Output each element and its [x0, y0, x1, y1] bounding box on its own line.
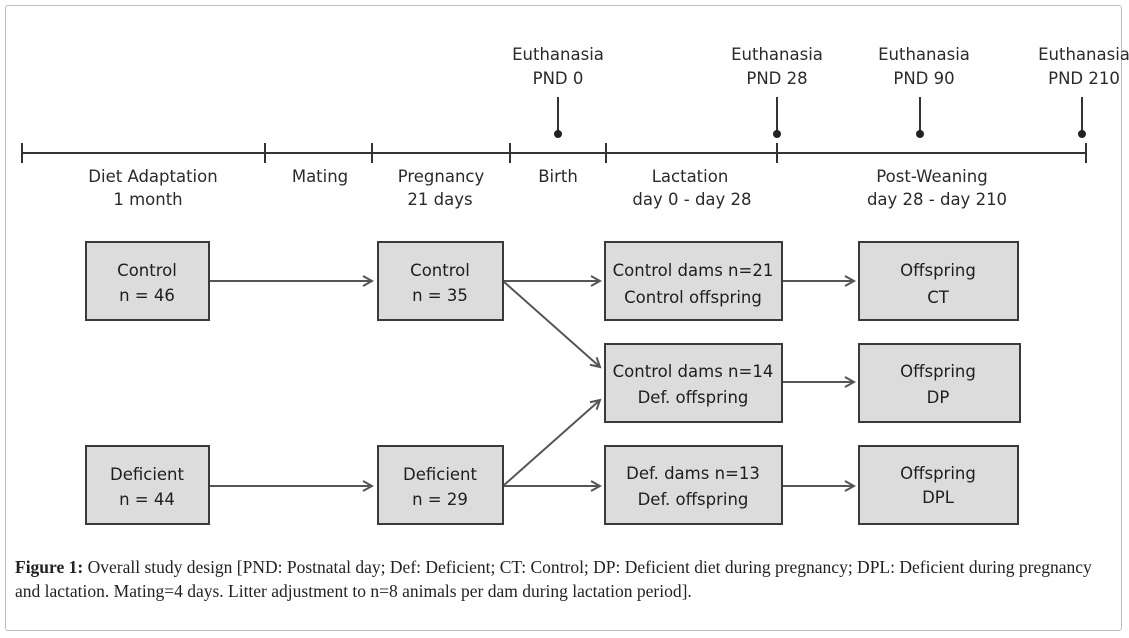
phase-diet-adaptation: Diet Adaptation 1 month	[88, 167, 217, 209]
euthanasia-time: PND 0	[533, 69, 584, 88]
svg-text:n = 44: n = 44	[119, 490, 175, 509]
euthanasia-marker-pnd0: Euthanasia PND 0	[512, 45, 604, 138]
svg-text:DPL: DPL	[922, 488, 955, 507]
svg-text:Offspring: Offspring	[900, 261, 976, 280]
phase-duration: day 28 - day 210	[867, 190, 1007, 209]
phase-name: Birth	[538, 167, 578, 186]
phase-pregnancy: Pregnancy 21 days	[398, 167, 485, 209]
svg-text:Def. offspring: Def. offspring	[638, 490, 749, 509]
box-adaptation-control: Control n = 46	[85, 241, 210, 321]
euthanasia-label: Euthanasia	[731, 45, 823, 64]
box-offspring-dpl: Offspring DPL	[858, 445, 1019, 525]
euthanasia-marker-pnd28: Euthanasia PND 28	[731, 45, 823, 138]
box-lactation-deficient-deficient: Def. dams n=13 Def. offspring	[604, 445, 783, 525]
flow-arrows	[209, 281, 854, 486]
svg-text:Offspring: Offspring	[900, 464, 976, 483]
svg-text:Deficient: Deficient	[403, 465, 478, 484]
svg-text:Control dams n=14: Control dams n=14	[613, 362, 774, 381]
box-adaptation-deficient: Deficient n = 44	[85, 445, 210, 525]
euthanasia-time: PND 28	[746, 69, 807, 88]
caption-text: Overall study design [PND: Postnatal day…	[15, 557, 1092, 601]
phase-name: Post-Weaning	[876, 167, 987, 186]
svg-text:Control: Control	[410, 261, 470, 280]
caption-label: Figure 1:	[15, 557, 84, 577]
svg-text:n = 46: n = 46	[119, 286, 175, 305]
euthanasia-label: Euthanasia	[1038, 45, 1129, 64]
phase-post-weaning: Post-Weaning day 28 - day 210	[867, 167, 1007, 209]
phase-mating: Mating	[292, 167, 348, 186]
phase-name: Diet Adaptation	[88, 167, 217, 186]
svg-text:Control dams n=21: Control dams n=21	[613, 261, 774, 280]
timeline	[21, 143, 1087, 163]
phase-duration: 1 month	[113, 190, 182, 209]
phase-name: Mating	[292, 167, 348, 186]
svg-text:n = 35: n = 35	[412, 286, 468, 305]
euthanasia-marker-pnd210: Euthanasia PND 210	[1038, 45, 1129, 138]
euthanasia-time: PND 90	[893, 69, 954, 88]
box-offspring-ct: Offspring CT	[858, 241, 1019, 321]
svg-text:DP: DP	[927, 388, 950, 407]
svg-text:Control offspring: Control offspring	[624, 288, 762, 307]
euthanasia-time: PND 210	[1048, 69, 1120, 88]
phase-duration: day 0 - day 28	[632, 190, 751, 209]
svg-text:Deficient: Deficient	[110, 465, 185, 484]
phase-birth: Birth	[538, 167, 578, 186]
euthanasia-marker-pnd90: Euthanasia PND 90	[878, 45, 970, 138]
svg-text:CT: CT	[927, 288, 950, 307]
phase-name: Pregnancy	[398, 167, 485, 186]
phase-name: Lactation	[652, 167, 729, 186]
box-lactation-control-control: Control dams n=21 Control offspring	[604, 241, 783, 321]
svg-text:Control: Control	[117, 261, 177, 280]
svg-text:Def. offspring: Def. offspring	[638, 388, 749, 407]
box-pregnancy-deficient: Deficient n = 29	[377, 445, 504, 525]
euthanasia-label: Euthanasia	[878, 45, 970, 64]
svg-text:Def. dams n=13: Def. dams n=13	[626, 464, 760, 483]
phase-lactation: Lactation day 0 - day 28	[632, 167, 751, 209]
euthanasia-label: Euthanasia	[512, 45, 604, 64]
figure-caption: Figure 1: Overall study design [PND: Pos…	[15, 555, 1120, 603]
box-lactation-control-deficient: Control dams n=14 Def. offspring	[604, 343, 783, 423]
phase-duration: 21 days	[407, 190, 472, 209]
box-offspring-dp: Offspring DP	[858, 343, 1021, 423]
svg-text:Offspring: Offspring	[900, 362, 976, 381]
box-pregnancy-control: Control n = 35	[377, 241, 504, 321]
svg-text:n = 29: n = 29	[412, 490, 468, 509]
